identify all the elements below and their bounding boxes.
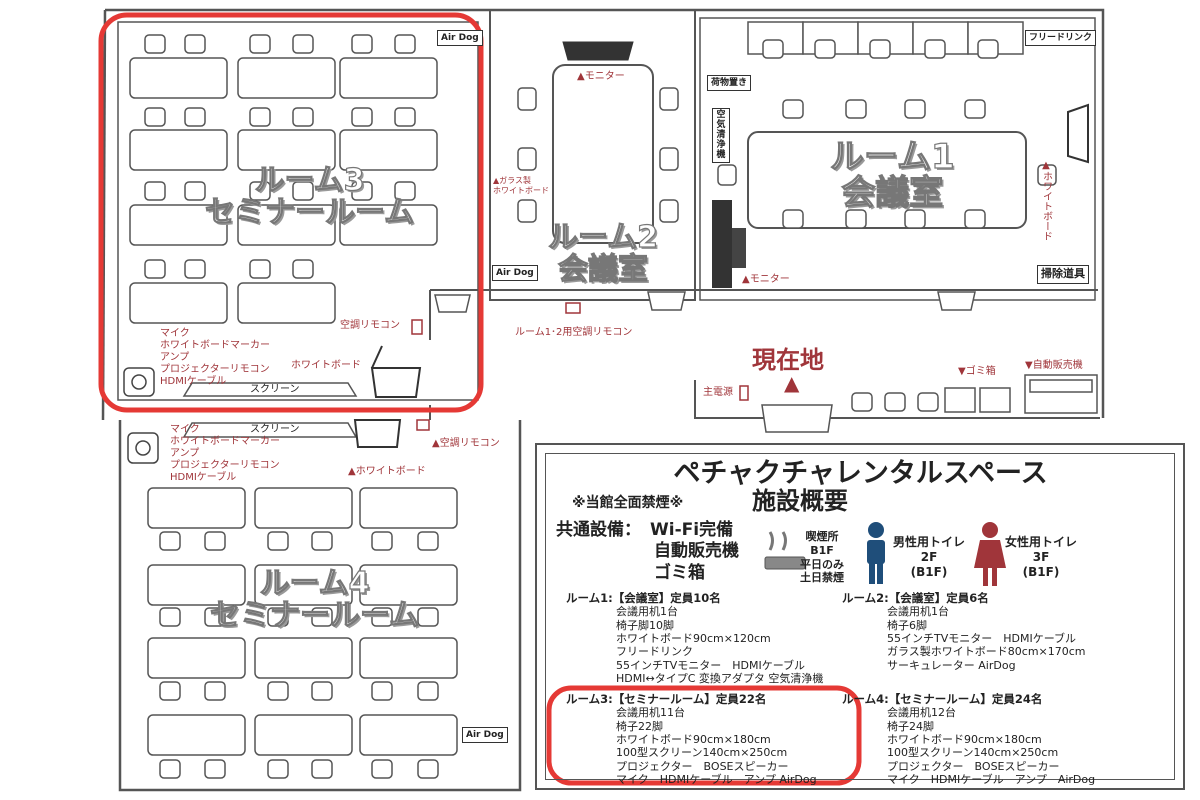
monitor-label-room1: ▲モニター (742, 274, 790, 285)
trash-label: ▼ゴミ箱 (958, 366, 996, 377)
equipment-item: アンプ (170, 448, 200, 459)
ac-remote-label-room3: 空調リモコン (340, 320, 400, 331)
common-items: Wi-Fi完備 自動販売機 ゴミ箱 (650, 520, 739, 584)
current-location-marker: ▲ (784, 371, 800, 395)
equipment-item: HDMIケーブル (160, 376, 227, 387)
no-smoking-note: ※当館全面禁煙※ (572, 495, 684, 511)
airdog-tag-room2: Air Dog (492, 265, 538, 282)
equipment-item: マイク (160, 328, 190, 339)
male-toilet-info: 男性用トイレ 2F (B1F) (893, 535, 966, 579)
main-power-label: 主電源 (703, 387, 733, 398)
facility-subtitle: 施設概要 (752, 487, 848, 515)
facility-info-panel (535, 443, 1185, 790)
screen-label-room4: スクリーン (250, 424, 300, 435)
facility-info-inner (545, 453, 1175, 780)
room1-name: ルーム1 会議室 (829, 137, 955, 213)
air-purifier-tag: 空気清浄機 (712, 108, 730, 164)
room3-name: ルーム3 セミナールーム (204, 163, 415, 230)
ac-remote-label-room4: ▲空調リモコン (432, 438, 500, 449)
airdog-tag-room4: Air Dog (462, 727, 508, 744)
vending-label: ▼自動販売機 (1025, 360, 1083, 371)
common-item: Wi-Fi完備 (650, 520, 734, 540)
spec-room1: ルーム1:【会議室】定員10名 会議用机1台 椅子脚10脚 ホワイトボード90c… (566, 591, 824, 686)
common-label: 共通設備： (556, 520, 641, 540)
whiteboard-label-room4: ▲ホワイトボード (348, 466, 426, 477)
ac-remote-label-room12: ルーム1･2用空調リモコン (515, 327, 633, 338)
equipment-item: ホワイトボードマーカー (160, 340, 270, 351)
equipment-item: ホワイトボードマーカー (170, 436, 280, 447)
equipment-list-room4: マイク ホワイトボードマーカー アンプ プロジェクターリモコン HDMIケーブル (170, 424, 280, 484)
screen-label-room3: スクリーン (250, 384, 300, 395)
spec-room2: ルーム2:【会議室】定員6名 会議用机1台 椅子6脚 55インチTVモニター H… (842, 591, 1086, 672)
room2-name: ルーム2 会議室 (547, 220, 658, 287)
equipment-list-room3: マイク ホワイトボードマーカー アンプ プロジェクターリモコン HDMIケーブル (160, 328, 270, 388)
whiteboard-label-room1: ▲ホワイトボード (1040, 160, 1052, 241)
room4-name: ルーム4 セミナールーム (209, 566, 420, 633)
common-item: 自動販売機 (654, 541, 739, 562)
equipment-item: プロジェクターリモコン (160, 364, 270, 375)
equipment-item: マイク (170, 424, 200, 435)
common-item: ゴミ箱 (654, 562, 705, 583)
spec-room3: ルーム3:【セミナールーム】定員22名 会議用机11台 椅子22脚 ホワイトボー… (566, 692, 817, 787)
glass-whiteboard-label-1: ▲ガラス製 (493, 176, 531, 185)
equipment-item: アンプ (160, 352, 190, 363)
free-drink-tag: フリードリンク (1025, 30, 1097, 47)
equipment-item: HDMIケーブル (170, 472, 237, 483)
luggage-tag: 荷物置き (707, 75, 752, 92)
spec-room4: ルーム4:【セミナールーム】定員24名 会議用机12台 椅子24脚 ホワイトボー… (842, 692, 1096, 787)
smoking-area-info: 喫煙所 B1F 平日のみ 土日禁煙 (800, 530, 844, 585)
equipment-item: プロジェクターリモコン (170, 460, 280, 471)
whiteboard-label-room3: ホワイトボード (291, 360, 361, 371)
airdog-tag-room3: Air Dog (437, 30, 483, 47)
monitor-label-room2: ▲モニター (577, 71, 625, 82)
current-location-label: 現在地 (752, 346, 824, 374)
facility-title: ペチャクチャレンタルスペース (673, 458, 1048, 489)
female-toilet-info: 女性用トイレ 3F (B1F) (1005, 535, 1078, 579)
cleaning-tools-tag: 掃除道具 (1037, 265, 1089, 284)
glass-whiteboard-label-2: ホワイトボード (493, 186, 549, 195)
